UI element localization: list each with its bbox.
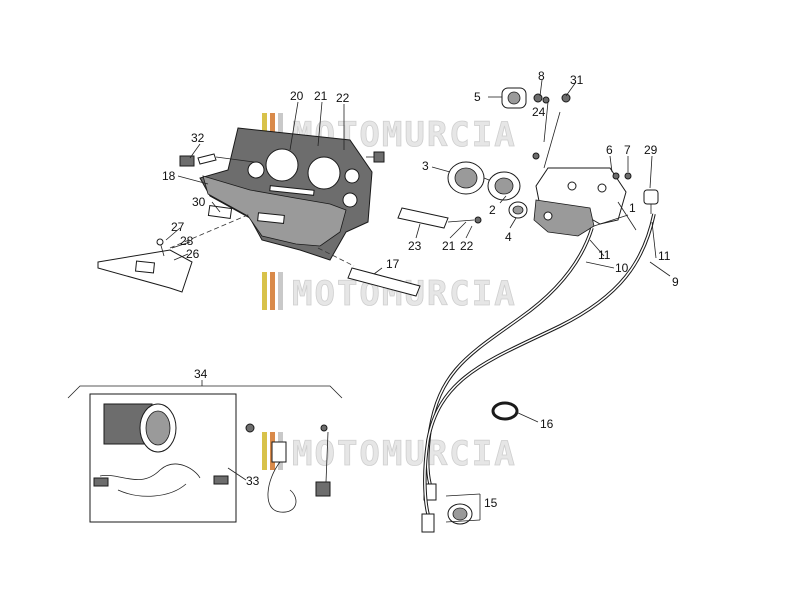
callout-labels: 1 2 3 4 5 6 7 8 9 10 11 11 15 16 17 18 2… [162,69,679,510]
nuts-8 [532,93,571,160]
callout-24: 24 [532,105,546,119]
kit-loose-parts [245,423,331,513]
callout-26: 26 [186,247,200,261]
gauge-bracket [533,167,637,237]
callout-29: 29 [644,143,658,157]
callout-16: 16 [540,417,554,431]
sensor-strip-23 [397,207,482,229]
strip-17 [317,247,421,297]
callout-21-lower: 21 [442,239,456,253]
callout-10: 10 [615,261,629,275]
callout-11-right: 11 [658,249,671,263]
callout-17: 17 [386,257,400,271]
callout-15: 15 [484,496,498,510]
watermark-text: MOTOMURCIA [292,434,517,474]
callout-2: 2 [489,203,496,217]
callout-22-top: 22 [336,91,350,105]
connector-right [366,151,385,163]
callout-23: 23 [408,239,422,253]
gauge-small-4 [508,201,528,219]
callout-20: 20 [290,89,304,103]
callout-18: 18 [162,169,176,183]
callout-4: 4 [505,230,512,244]
watermark-text: MOTOMURCIA [292,115,517,155]
watermark-bottom: MOTOMURCIA [262,432,517,474]
mounting-bracket [97,213,251,293]
callout-31: 31 [570,73,584,87]
instrument-panel-housing [199,127,373,261]
callout-21-top: 21 [314,89,328,103]
callout-28: 28 [180,234,194,248]
callout-11-left: 11 [598,248,611,262]
callout-32: 32 [191,131,205,145]
grommets-15 [447,503,473,525]
fitting-29 [643,189,659,214]
watermark-middle: MOTOMURCIA [262,272,517,314]
callout-30: 30 [192,195,206,209]
gauge-2 [487,171,521,201]
ring-16 [491,401,519,421]
cable-9 [421,213,656,533]
leader-lines [165,79,671,523]
callout-5: 5 [474,90,481,104]
watermark-top: MOTOMURCIA [262,113,517,155]
callout-9: 9 [672,275,679,289]
callout-7: 7 [624,143,631,157]
callout-3: 3 [422,159,429,173]
gauge-5 [501,87,527,109]
gauge-large-3 [447,161,495,195]
callout-33: 33 [246,474,260,488]
callout-1: 1 [629,201,636,215]
cable-upper-segment [543,111,561,169]
callout-34: 34 [194,367,208,381]
kit-bracket-34 [67,380,343,399]
callout-22-lower: 22 [460,239,474,253]
callout-27: 27 [171,220,185,234]
bulb-holder-32 [179,153,255,167]
watermark-text: MOTOMURCIA [292,274,517,314]
callout-6: 6 [606,143,613,157]
callout-8: 8 [538,69,545,83]
kit-box [89,393,237,523]
